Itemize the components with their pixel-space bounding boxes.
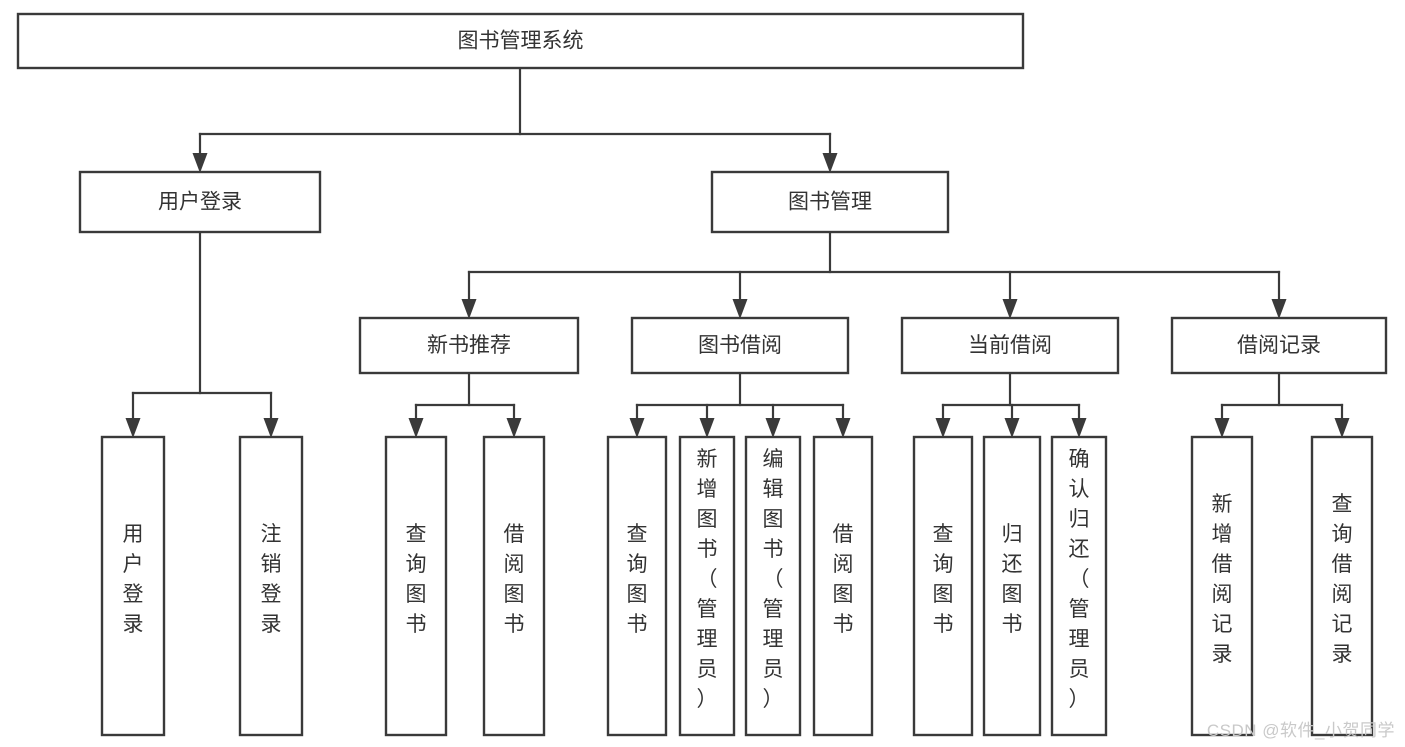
node-box[interactable] [912,435,974,737]
connector-group [1214,371,1350,438]
node-leaf[interactable]: 借阅图书 [812,435,874,737]
node-level3[interactable]: 借阅记录 [1170,316,1388,375]
connector-arrowhead-icon [461,299,477,319]
node-label: 查询图书 [627,523,648,636]
node-box[interactable] [482,435,546,737]
node-label: 图书管理系统 [458,30,584,53]
node-box[interactable] [1190,435,1254,737]
node-label: 图书借阅 [698,334,782,357]
node-leaf[interactable]: 编辑图书（管理员） [744,435,802,737]
connector-group [192,66,838,173]
node-leaf[interactable]: 确认归还（管理员） [1050,435,1108,737]
node-label: 借阅记录 [1237,334,1321,357]
node-leaf[interactable]: 注销登录 [238,435,304,737]
node-layer: 图书管理系统用户登录图书管理新书推荐图书借阅当前借阅借阅记录用户登录注销登录查询… [16,12,1388,737]
node-box[interactable] [16,12,1025,70]
connector-arrowhead-icon [125,418,141,438]
node-label: 编辑图书（管理员） [763,448,784,711]
node-label: 用户登录 [158,191,242,214]
node-box[interactable] [606,435,668,737]
connector-group [125,230,279,438]
node-label: 新增借阅记录 [1212,493,1233,666]
connector-arrowhead-icon [629,418,645,438]
node-box[interactable] [630,316,850,375]
node-leaf[interactable]: 新增借阅记录 [1190,435,1254,737]
node-box[interactable] [384,435,448,737]
node-level3[interactable]: 图书借阅 [630,316,850,375]
connector-group [629,371,851,438]
node-level2[interactable]: 用户登录 [78,170,322,234]
connector-arrowhead-icon [699,418,715,438]
connector-arrowhead-icon [1002,299,1018,319]
node-box[interactable] [1050,435,1108,737]
connector-arrowhead-icon [1334,418,1350,438]
node-box[interactable] [1170,316,1388,375]
connector-group [461,230,1287,319]
node-level2[interactable]: 图书管理 [710,170,950,234]
node-level3[interactable]: 当前借阅 [900,316,1120,375]
node-leaf[interactable]: 归还图书 [982,435,1042,737]
node-leaf[interactable]: 用户登录 [100,435,166,737]
connector-arrowhead-icon [935,418,951,438]
connector-arrowhead-icon [732,299,748,319]
connector-arrowhead-icon [1004,418,1020,438]
node-label: 新增图书（管理员） [697,448,718,711]
connector-arrowhead-icon [765,418,781,438]
node-label: 确认归还（管理员） [1069,448,1090,711]
node-label: 用户登录 [123,523,144,636]
connector-arrowhead-icon [835,418,851,438]
node-leaf[interactable]: 新增图书（管理员） [678,435,736,737]
connector-arrowhead-icon [1271,299,1287,319]
node-box[interactable] [1310,435,1374,737]
node-level3[interactable]: 新书推荐 [358,316,580,375]
node-box[interactable] [100,435,166,737]
node-label: 新书推荐 [427,334,511,357]
node-label: 借阅图书 [504,523,525,636]
node-leaf[interactable]: 查询借阅记录 [1310,435,1374,737]
connector-arrowhead-icon [1071,418,1087,438]
node-box[interactable] [982,435,1042,737]
node-label: 查询图书 [933,523,954,636]
watermark-label: CSDN @软件_小贺同学 [1206,721,1395,740]
connector-arrowhead-icon [408,418,424,438]
node-label: 查询借阅记录 [1332,493,1353,666]
node-root[interactable]: 图书管理系统 [16,12,1025,70]
node-box[interactable] [812,435,874,737]
node-box[interactable] [710,170,950,234]
connector-layer [125,66,1350,438]
connector-group [408,371,522,438]
node-box[interactable] [358,316,580,375]
node-box[interactable] [744,435,802,737]
node-box[interactable] [678,435,736,737]
node-label: 借阅图书 [833,523,854,636]
connector-group [935,371,1087,438]
node-leaf[interactable]: 查询图书 [384,435,448,737]
node-label: 归还图书 [1002,523,1023,636]
node-label: 当前借阅 [968,334,1052,357]
node-label: 注销登录 [261,523,282,636]
connector-arrowhead-icon [1214,418,1230,438]
node-box[interactable] [78,170,322,234]
connector-arrowhead-icon [192,153,208,173]
node-label: 查询图书 [406,523,427,636]
connector-arrowhead-icon [263,418,279,438]
node-leaf[interactable]: 借阅图书 [482,435,546,737]
node-leaf[interactable]: 查询图书 [606,435,668,737]
node-leaf[interactable]: 查询图书 [912,435,974,737]
connector-arrowhead-icon [822,153,838,173]
node-label: 图书管理 [788,191,872,214]
node-box[interactable] [238,435,304,737]
node-box[interactable] [900,316,1120,375]
connector-arrowhead-icon [506,418,522,438]
